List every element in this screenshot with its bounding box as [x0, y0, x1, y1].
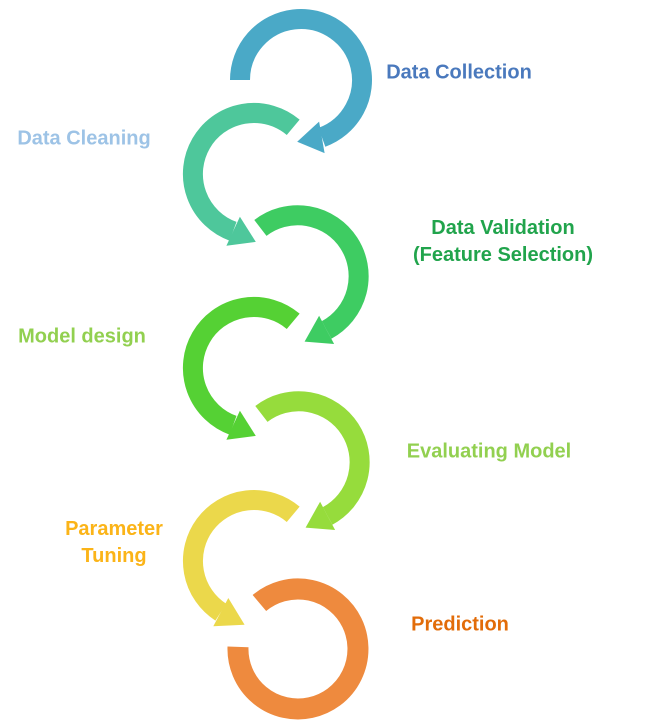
- arrow-arc-evaluating-model: [255, 391, 370, 525]
- arrowhead-model-design: [226, 410, 256, 440]
- arrowhead-parameter-tuning: [213, 598, 245, 627]
- arrow-arc-data-validation: [254, 205, 369, 339]
- arrow-data-validation: [254, 205, 369, 344]
- arrow-arc-data-collection: [230, 9, 372, 147]
- arrow-model-design: [182, 297, 300, 440]
- arrow-arc-data-cleaning: [182, 103, 300, 241]
- arrow-prediction: [227, 578, 369, 720]
- arrow-evaluating-model: [255, 391, 370, 530]
- arrow-parameter-tuning: [183, 490, 300, 627]
- arrowhead-data-cleaning: [226, 216, 256, 246]
- arrowhead-data-validation: [304, 315, 335, 344]
- arrow-data-cleaning: [182, 103, 300, 246]
- arrow-data-collection: [230, 9, 372, 154]
- arrow-arc-prediction: [227, 578, 369, 720]
- arrow-arc-model-design: [182, 297, 300, 435]
- arrowhead-data-collection: [297, 121, 325, 154]
- arrow-arc-parameter-tuning: [183, 490, 300, 621]
- arrowhead-evaluating-model: [305, 501, 336, 530]
